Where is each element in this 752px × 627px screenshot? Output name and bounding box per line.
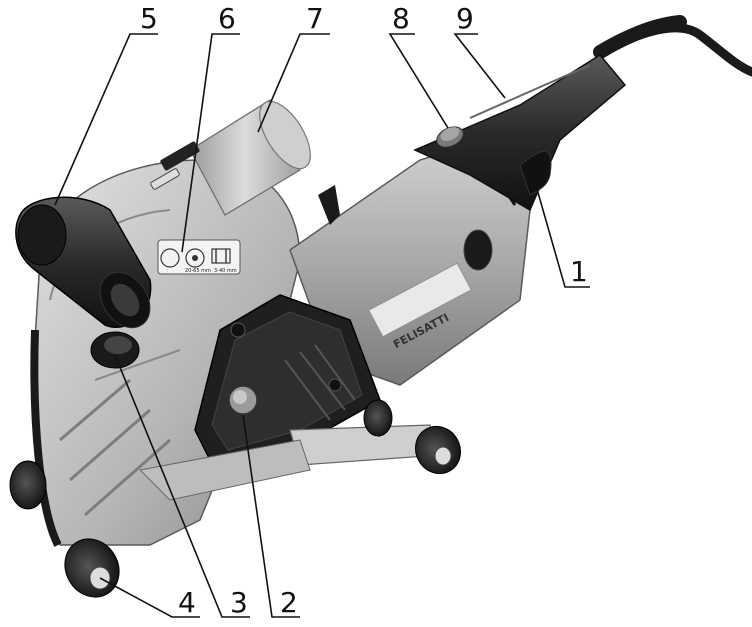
callout-labels: 5 6 7 8 9 1 2 3 4	[140, 2, 588, 619]
roller-back-right	[363, 399, 393, 437]
roller-front-left	[64, 538, 120, 598]
callout-8: 8	[392, 2, 410, 35]
callout-6: 6	[218, 2, 236, 35]
callout-7: 7	[306, 2, 324, 35]
roller-front-right	[414, 425, 462, 475]
depth-lock-lever	[318, 185, 340, 225]
guide-rollers	[9, 399, 462, 598]
gear-head	[194, 294, 381, 471]
callout-leaders	[54, 33, 590, 618]
width-icon	[211, 248, 231, 264]
depth-range-text: 20-65 mm	[185, 268, 211, 274]
dust-extraction-tube	[150, 99, 311, 216]
callout-9: 9	[456, 2, 474, 35]
roller-back-left	[9, 460, 47, 510]
depth-adjust-knob	[90, 331, 140, 369]
lock-button	[436, 126, 464, 148]
callout-3: 3	[230, 586, 248, 619]
width-range-text: 3-40 mm	[214, 268, 237, 274]
trigger-switch	[519, 150, 552, 196]
power-cord	[593, 15, 752, 77]
motor-vent	[463, 229, 493, 271]
callout-4: 4	[178, 586, 196, 619]
auxiliary-handle	[15, 196, 152, 329]
rear-handle	[413, 54, 627, 212]
info-pictogram-plate: 20-65 mm 3-40 mm	[157, 239, 241, 275]
callout-1: 1	[570, 255, 588, 288]
callout-2: 2	[280, 586, 298, 619]
callout-5: 5	[140, 2, 158, 35]
depth-icon	[185, 248, 205, 268]
blade-icon	[160, 248, 180, 268]
